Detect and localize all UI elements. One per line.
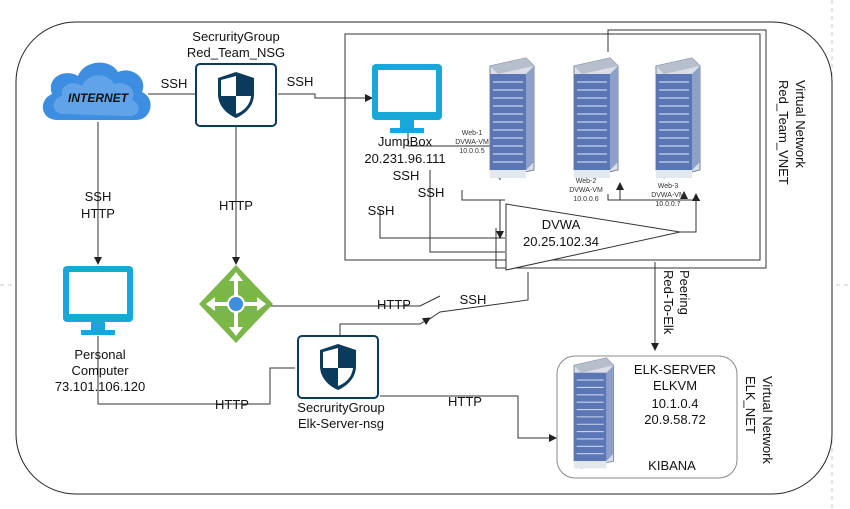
- web3-ip: 10.0.0.7: [655, 201, 680, 208]
- web2-server-icon: [573, 57, 619, 179]
- personal-line2: Computer: [71, 363, 129, 378]
- dvwa-title: DVWA: [542, 217, 581, 232]
- red-vnet-label: Virtual Network Red_Team_VNET: [776, 80, 808, 185]
- elk-server-icon: [573, 357, 615, 469]
- web3-server-icon: [655, 57, 701, 179]
- elk-vnet-box: [556, 355, 738, 479]
- peering-label: Peering Red-To-Elk: [661, 270, 692, 335]
- red-nsg-icon: [195, 63, 277, 127]
- jumpbox-title: JumpBox: [378, 134, 433, 149]
- elk-app: KIBANA: [648, 458, 696, 473]
- edge-label: SSH: [418, 185, 445, 200]
- edge-label: SSH: [368, 203, 395, 218]
- personal-ip: 73.101.106.120: [55, 379, 145, 394]
- web3-name: Web-3: [658, 183, 679, 190]
- elk-ip-public: 20.9.58.72: [644, 412, 705, 427]
- connectors: [94, 29, 767, 442]
- edge-label: SSH: [161, 76, 188, 91]
- edge-label: HTTP: [219, 198, 253, 213]
- web1-ip: 10.0.0.5: [459, 148, 484, 155]
- elk-nsg-name: SecrurityGroup: [297, 400, 384, 415]
- edge-label: SSH: [460, 292, 487, 307]
- gateway-icon: [199, 265, 273, 343]
- personal-line1: Personal: [74, 347, 125, 362]
- web1-name: Web-1: [462, 130, 483, 137]
- dvwa-ip: 20.25.102.34: [523, 234, 599, 249]
- elk-vnet-label: Virtual Network ELK_NET: [743, 376, 775, 468]
- dvwa-load-balancer: [505, 203, 681, 271]
- edge-label: HTTP: [377, 297, 411, 312]
- edge-labels: SSH SSH SSH HTTP HTTP SSH SSH SSH HTTP S…: [81, 74, 486, 412]
- elk-name: ELK-SERVER: [634, 362, 716, 377]
- elk-ip-private: 10.1.0.4: [652, 396, 699, 411]
- edge-label: SSH: [85, 189, 112, 204]
- edge-label: HTTP: [81, 206, 115, 221]
- elk-nsg-id: Elk-Server-nsg: [298, 416, 384, 431]
- web2-name: Web-2: [576, 178, 597, 185]
- web2-ip: 10.0.0.6: [573, 196, 598, 203]
- edge-label: HTTP: [448, 394, 482, 409]
- edge-label: SSH: [287, 74, 314, 89]
- edge-label: SSH: [393, 168, 420, 183]
- outer-container: [15, 21, 833, 495]
- web2-vm: DVWA-VM: [569, 187, 603, 194]
- internet-label: INTERNET: [68, 91, 130, 105]
- jumpbox-monitor-icon: [372, 64, 442, 133]
- elk-vm: ELKVM: [653, 378, 697, 393]
- edge-label: HTTP: [215, 397, 249, 412]
- elk-nsg-icon: [297, 335, 379, 399]
- web3-vm: DVWA-VM: [651, 192, 685, 199]
- web1-vm: DVWA-VM: [455, 139, 489, 146]
- internet-cloud: INTERNET: [42, 62, 151, 120]
- personal-computer-icon: [63, 266, 133, 335]
- jumpbox-ip: 20.231.96.111: [364, 151, 445, 166]
- red-nsg-id: Red_Team_NSG: [187, 45, 285, 60]
- red-nsg-name: SecrurityGroup: [192, 29, 279, 44]
- web1-server-icon: [489, 57, 535, 179]
